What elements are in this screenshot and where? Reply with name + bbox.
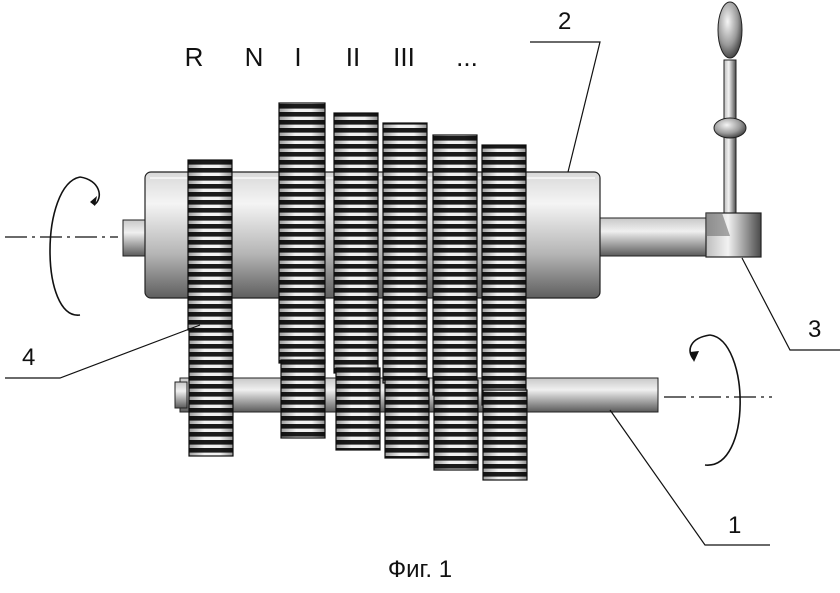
rotation-arrow-icon <box>689 334 741 466</box>
lower-gear-stack <box>188 329 528 481</box>
lever-knob <box>717 1 743 59</box>
callout-4: 4 <box>22 344 36 371</box>
upper-gear-stack <box>187 102 527 406</box>
gear-label-r: R <box>184 42 204 72</box>
rotation-arrow-icon <box>49 176 101 316</box>
gear-label-ii: II <box>345 42 361 72</box>
callout-1: 1 <box>728 512 742 539</box>
leader-line-2 <box>530 41 601 173</box>
gear-label-more: ... <box>456 42 478 72</box>
callout-3: 3 <box>808 316 822 343</box>
gear-label-i: I <box>294 42 302 72</box>
selector-rod <box>594 217 714 257</box>
gear-label-n: N <box>244 42 264 72</box>
callout-2: 2 <box>558 8 572 35</box>
gear-label-iii: III <box>393 42 415 72</box>
leader-line-3 <box>741 257 840 351</box>
leader-line-4 <box>5 324 201 379</box>
shift-lever <box>705 1 762 258</box>
leader-line-1 <box>609 409 770 546</box>
figure-caption: Фиг. 1 <box>387 556 453 583</box>
